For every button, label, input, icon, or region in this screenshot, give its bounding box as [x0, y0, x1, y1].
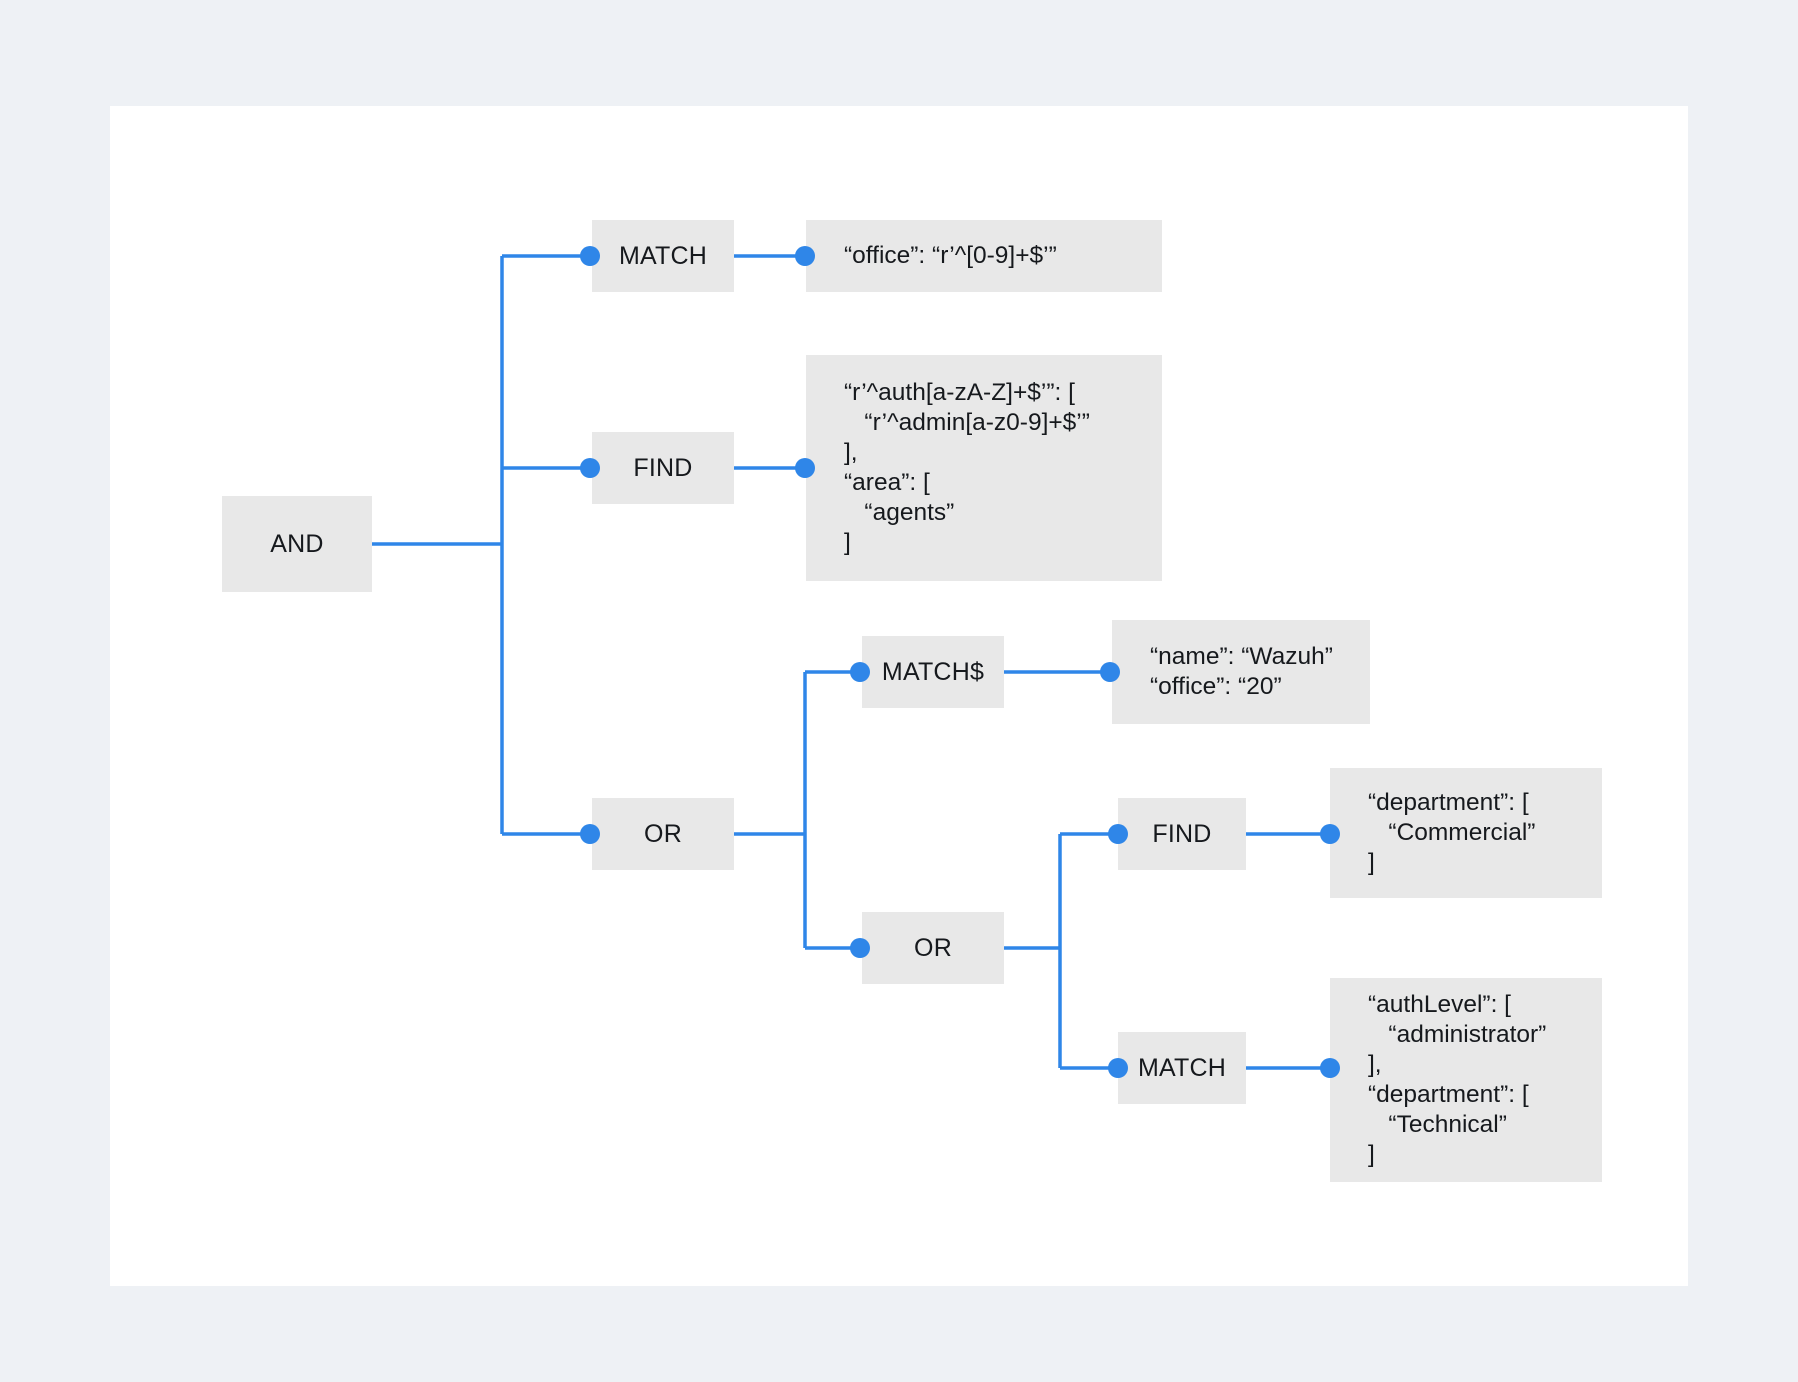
detail-find-2: “department”: [ “Commercial” ] [1330, 768, 1602, 898]
node-match-1[interactable]: MATCH [592, 220, 734, 292]
detail-text: “name”: “Wazuh” “office”: “20” [1150, 643, 1333, 700]
connector-dot-or-1-in [580, 824, 600, 844]
node-match-dollar[interactable]: MATCH$ [862, 636, 1004, 708]
connector-dot-detail-find-2-in [1320, 824, 1340, 844]
connector-dot-or-2-in [850, 938, 870, 958]
node-label: FIND [1152, 819, 1212, 848]
detail-text: “authLevel”: [ “administrator” ], “depar… [1368, 991, 1547, 1168]
connector-dot-detail-find-1-in [795, 458, 815, 478]
node-label: MATCH$ [881, 657, 985, 686]
node-label: MATCH [618, 241, 708, 270]
detail-find-1: “r’^auth[a-zA-Z]+$’”: [ “r’^admin[a-z0-9… [806, 355, 1162, 581]
connector-dot-match-2-in [1108, 1058, 1128, 1078]
connector-dot-detail-match-2-in [1320, 1058, 1340, 1078]
detail-text: “department”: [ “Commercial” ] [1368, 789, 1536, 876]
detail-text: “r’^auth[a-zA-Z]+$’”: [ “r’^admin[a-z0-9… [844, 379, 1090, 556]
node-and-root[interactable]: AND [222, 496, 372, 592]
node-or-2[interactable]: OR [862, 912, 1004, 984]
node-label: MATCH [1137, 1053, 1227, 1082]
connector-dot-find-2-in [1108, 824, 1128, 844]
node-find-1[interactable]: FIND [592, 432, 734, 504]
connector-dot-detail-match-dollar-in [1100, 662, 1120, 682]
detail-match-2: “authLevel”: [ “administrator” ], “depar… [1330, 978, 1602, 1182]
node-match-2[interactable]: MATCH [1118, 1032, 1246, 1104]
connector-dot-detail-match-1-in [795, 246, 815, 266]
detail-match-1: “office”: “r’^[0-9]+$’” [806, 220, 1162, 292]
node-label: OR [914, 933, 952, 962]
connector-dot-match-1-in [580, 246, 600, 266]
node-label: AND [270, 529, 324, 558]
detail-match-dollar: “name”: “Wazuh” “office”: “20” [1112, 620, 1370, 724]
connector-dot-find-1-in [580, 458, 600, 478]
connector-dot-match-dollar-in [850, 662, 870, 682]
detail-text: “office”: “r’^[0-9]+$’” [844, 242, 1057, 269]
node-label: FIND [633, 453, 693, 482]
node-find-2[interactable]: FIND [1118, 798, 1246, 870]
node-or-1[interactable]: OR [592, 798, 734, 870]
node-label: OR [644, 819, 682, 848]
